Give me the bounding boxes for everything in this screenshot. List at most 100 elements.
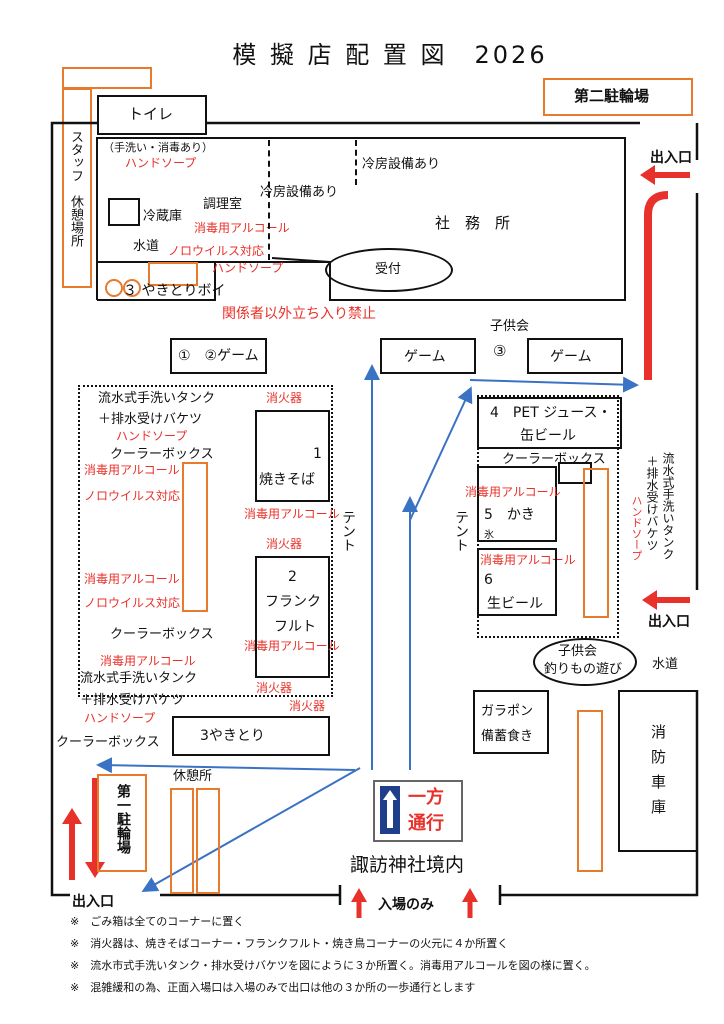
- beer-box: [477, 548, 557, 616]
- reception-label: 受付: [375, 262, 402, 277]
- fridge-label: 冷蔵庫: [143, 209, 183, 224]
- game-a-label: ゲーム: [404, 349, 446, 365]
- extinguisher-3: 消火器: [256, 681, 293, 695]
- extinguisher-4: 消火器: [289, 699, 326, 713]
- extinguisher-1: 消火器: [266, 391, 303, 405]
- alc-2: 消毒用アルコール: [84, 572, 180, 586]
- kids-num: ③: [493, 342, 507, 360]
- staff-rest-label: スタッフ 休憩場所: [68, 130, 83, 247]
- kakigori-mark: 氷: [484, 530, 494, 541]
- ac-divider-1: [268, 140, 270, 260]
- fishing-oval: [533, 638, 637, 686]
- tent-right: テント: [453, 510, 469, 552]
- norovirus-label: ノロウイルス対応: [168, 244, 265, 258]
- right-counter: [583, 468, 609, 618]
- sink-circle-2: [123, 279, 141, 297]
- kakigori-label: 5 かき: [484, 507, 535, 523]
- reception-oval: [325, 248, 453, 292]
- noro-2: ノロウイルス対応: [84, 596, 181, 610]
- parking1-label: 第一駐輪場: [115, 784, 131, 854]
- note-3: ※ 流水市式手洗いタンク・排水受けバケツを図にように３か所置く。消毒用アルコール…: [70, 959, 596, 972]
- toilet-label: トイレ: [128, 105, 174, 123]
- alc-3: 消毒用アルコール: [100, 654, 196, 668]
- gachapon-label-2: 備蓄食き: [481, 729, 534, 744]
- frank-box: [255, 556, 330, 678]
- cooler-bot: クーラーボックス: [56, 735, 160, 750]
- yakisoba-num: 1: [313, 446, 322, 462]
- soap-top: ハンドソープ: [116, 429, 188, 443]
- ac-label-1: 冷房設備あり: [260, 185, 339, 200]
- ac-label-2: 冷房設備あり: [362, 157, 441, 172]
- alc-a: 消毒用アルコール: [244, 507, 340, 521]
- pet-box: [477, 397, 622, 449]
- game12-label: ① ②ゲーム: [178, 348, 259, 364]
- yakitori-label: 3やきとり: [200, 728, 265, 744]
- one-way-sign: [373, 780, 463, 842]
- exit-bottom-left: 出入口: [72, 894, 114, 910]
- frank-num: 2: [288, 569, 297, 585]
- stall3-label: ３ やきとりボイ: [123, 283, 226, 299]
- noro-1: ノロウイルス対応: [84, 489, 181, 503]
- gachapon-label-1: ガラポン: [481, 704, 534, 719]
- sink-circle-1: [105, 279, 123, 297]
- frank-label-1: フランク: [265, 594, 321, 610]
- alc-1: 消毒用アルコール: [84, 463, 180, 477]
- hand-soap2-label: ハンドソープ: [212, 261, 284, 275]
- one-way-label-1: 一方: [408, 787, 444, 808]
- alc-r2: 消毒用アルコール: [480, 553, 576, 567]
- parking1-box: [97, 774, 147, 872]
- shrine-label: 諏訪神社境内: [350, 854, 465, 876]
- extinguisher-2: 消火器: [266, 537, 303, 551]
- frank-label-2: フルト: [274, 619, 316, 635]
- soap-bot: ハンドソープ: [84, 711, 156, 725]
- firehouse-label: 消防車庫: [649, 724, 667, 824]
- bucket-top: ＋排水受けバケツ: [98, 412, 203, 427]
- note-2: ※ 消火器は、焼きそばコーナー・フランクフルト・焼き鳥コーナーの火元に４か所置く: [70, 937, 509, 950]
- soap-right: ハンドソープ: [630, 495, 643, 561]
- rest-bench-1: [170, 788, 194, 894]
- parking2-box: [543, 78, 693, 116]
- stall3-grill: [148, 262, 198, 286]
- entry-only-label: 入場のみ: [378, 897, 434, 913]
- note-1: ※ ごみ箱は全てのコーナーに置く: [70, 915, 245, 928]
- yakitori-box: [172, 716, 330, 756]
- game12-box: [170, 338, 267, 374]
- game-a-box: [380, 338, 476, 374]
- game-b-label: ゲーム: [550, 349, 592, 365]
- one-way-arrow-shaft: [387, 798, 393, 828]
- bucket-bot: ＋排水受けバケツ: [80, 693, 185, 708]
- pet-label-1: 4 PET ジュース・: [490, 405, 612, 421]
- one-way-arrow-head: [383, 790, 397, 800]
- staff-rest-box: [62, 88, 92, 288]
- pet-label-2: 缶ビール: [520, 428, 576, 444]
- yakisoba-label: 焼きそば: [259, 472, 315, 488]
- right-bottom-counter: [577, 710, 603, 872]
- tank-bot: 流水式手洗いタンク: [80, 671, 198, 686]
- rest-label: 休憩所: [173, 769, 213, 784]
- alcohol-label: 消毒用アルコール: [194, 221, 290, 235]
- beer-label: 生ビール: [487, 596, 543, 612]
- yakisoba-box: [255, 410, 330, 502]
- kakigori-box: [477, 466, 557, 542]
- gachapon-box: [473, 690, 549, 754]
- hand-soap-label: ハンドソープ: [125, 156, 197, 170]
- kitchen-label: 調理室: [203, 197, 243, 212]
- exit-mid: 出入口: [648, 614, 690, 630]
- restricted-label: 関係者以外立ち入り禁止: [222, 306, 376, 322]
- tank-right: 流水式手洗いタンク: [661, 452, 675, 560]
- kids-label: 子供会: [490, 319, 530, 334]
- parking2-label: 第二駐輪場: [574, 87, 650, 105]
- fridge-box: [108, 198, 140, 226]
- left-counter: [182, 462, 208, 612]
- cooler-right-box: [558, 462, 592, 484]
- fishing-label-1: 子供会: [558, 644, 598, 659]
- page-title: 模 擬 店 配 置 図 2026: [232, 41, 548, 69]
- water-right: 水道: [652, 657, 679, 672]
- alc-r1: 消毒用アルコール: [465, 485, 561, 499]
- tank-top: 流水式手洗いタンク: [98, 391, 216, 406]
- water-label: 水道: [133, 239, 160, 254]
- fishing-label-2: 釣りもの遊び: [544, 662, 623, 677]
- bucket-right: ＋排水受けバケツ: [645, 455, 659, 551]
- cooler-top: クーラーボックス: [110, 447, 214, 462]
